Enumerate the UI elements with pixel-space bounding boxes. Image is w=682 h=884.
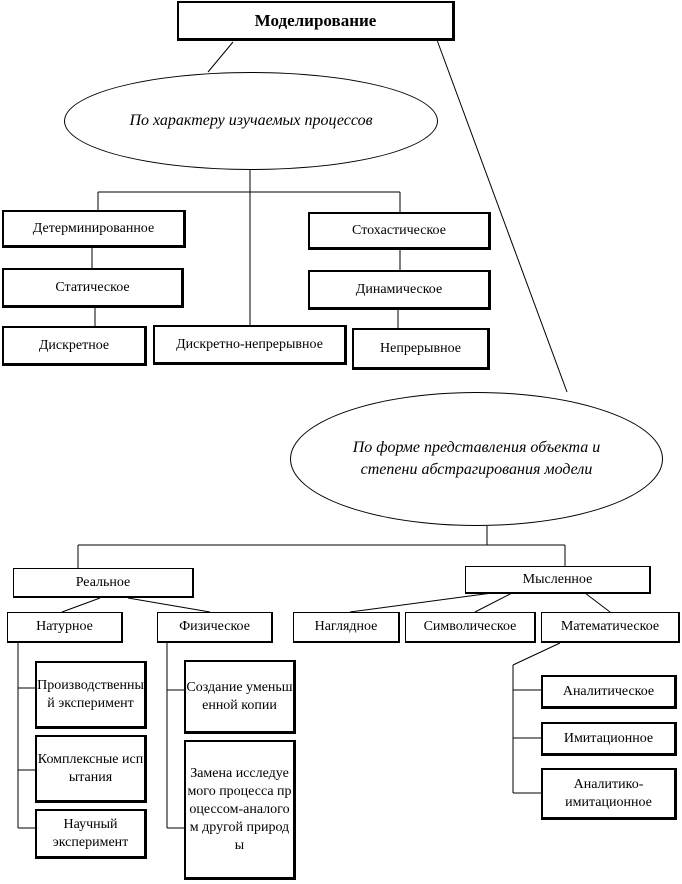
criterion-form-representation-label: По форме представления объекта и степени… — [353, 437, 601, 481]
criterion-process-character-label: По характеру изучаемых процессов — [129, 112, 373, 129]
criterion-form-line2: степени абстрагирования модели — [360, 461, 593, 478]
node-physical: Физическое — [157, 612, 273, 643]
node-simulation: Имитационное — [541, 722, 677, 756]
node-production-experiment: Производственный эксперимент — [35, 661, 147, 729]
node-real: Реальное — [13, 568, 194, 598]
node-reduced-copy: Создание уменьшенной копии — [184, 660, 296, 734]
criterion-form-representation: По форме представления объекта и степени… — [290, 392, 663, 526]
node-analytical-simulation: Аналитико-имитационное — [541, 768, 677, 820]
criterion-form-line1: По форме представления объекта и — [352, 439, 601, 456]
node-mental: Мысленное — [465, 566, 651, 594]
node-complex-tests: Комплексные испытания — [35, 735, 147, 803]
root-node-modeling: Моделирование — [177, 1, 455, 41]
node-analytical: Аналитическое — [541, 675, 677, 709]
node-process-analog: Замена исследуемого процесса процессом-а… — [184, 740, 296, 880]
node-static: Статическое — [2, 268, 184, 308]
node-natural: Натурное — [7, 612, 123, 643]
node-discrete-continuous: Дискретно-непрерывное — [153, 325, 347, 365]
node-discrete: Дискретное — [2, 326, 147, 366]
node-scientific-experiment: Научный эксперимент — [35, 809, 147, 859]
node-stochastic: Стохастическое — [308, 212, 491, 250]
node-mathematical: Математическое — [541, 612, 680, 643]
node-symbolic: Символическое — [405, 612, 536, 643]
node-dynamic: Динамическое — [308, 270, 491, 310]
node-continuous: Непрерывное — [352, 328, 490, 370]
node-deterministic: Детерминированное — [2, 210, 186, 248]
node-visual: Наглядное — [293, 612, 400, 643]
criterion-process-character: По характеру изучаемых процессов — [64, 72, 438, 170]
